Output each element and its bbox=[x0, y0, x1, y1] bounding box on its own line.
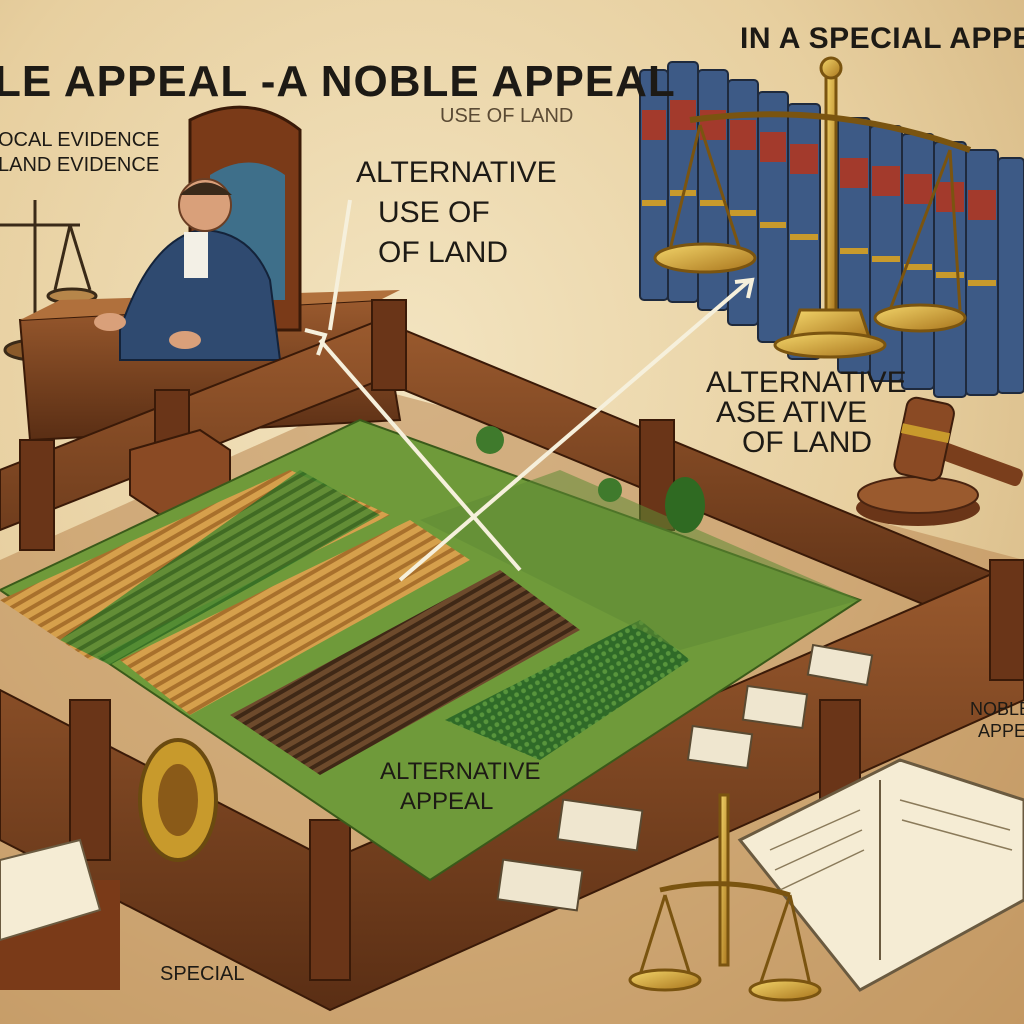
alt-right-line2: ASE ATIVE bbox=[716, 396, 868, 429]
local-evidence-label: OCAL EVIDENCE bbox=[0, 129, 160, 151]
use-of-land-caption: USE OF LAND bbox=[440, 105, 574, 127]
open-book-icon bbox=[0, 838, 120, 990]
alt-use-line1: ALTERNATIVE bbox=[356, 156, 557, 189]
title-left-banner: LE APPEAL -A NOBLE APPEAL bbox=[0, 57, 676, 106]
scales-of-justice-icon bbox=[653, 56, 972, 359]
alt-right-line3: OF LAND bbox=[742, 426, 873, 459]
special-label: SPECIAL bbox=[160, 963, 245, 985]
arrow-icon bbox=[304, 199, 755, 582]
alt-use-line3: OF LAND bbox=[378, 236, 509, 269]
judge-figure bbox=[94, 178, 282, 361]
crest-emblem-icon bbox=[138, 738, 218, 862]
title-right-banner: IN A SPECIAL APPEA bbox=[740, 22, 1024, 55]
noble-appeal-line2: APPE bbox=[978, 721, 1024, 741]
alt-use-line2: USE OF bbox=[378, 196, 490, 229]
book-stack-icon bbox=[639, 61, 1024, 398]
alt-appeal-line1: ALTERNATIVE bbox=[380, 758, 541, 785]
book-stack-icon bbox=[496, 643, 874, 912]
land-plot bbox=[0, 418, 863, 882]
noble-appeal-line1: NOBLE bbox=[970, 699, 1024, 719]
scales-of-justice-icon bbox=[628, 793, 822, 1002]
alt-appeal-line2: APPEAL bbox=[400, 788, 494, 815]
open-book-icon bbox=[737, 758, 1024, 992]
land-evidence-label: LAND EVIDENCE bbox=[0, 154, 160, 176]
alt-right-line1: ALTERNATIVE bbox=[706, 366, 907, 399]
gavel-icon bbox=[856, 396, 1023, 526]
